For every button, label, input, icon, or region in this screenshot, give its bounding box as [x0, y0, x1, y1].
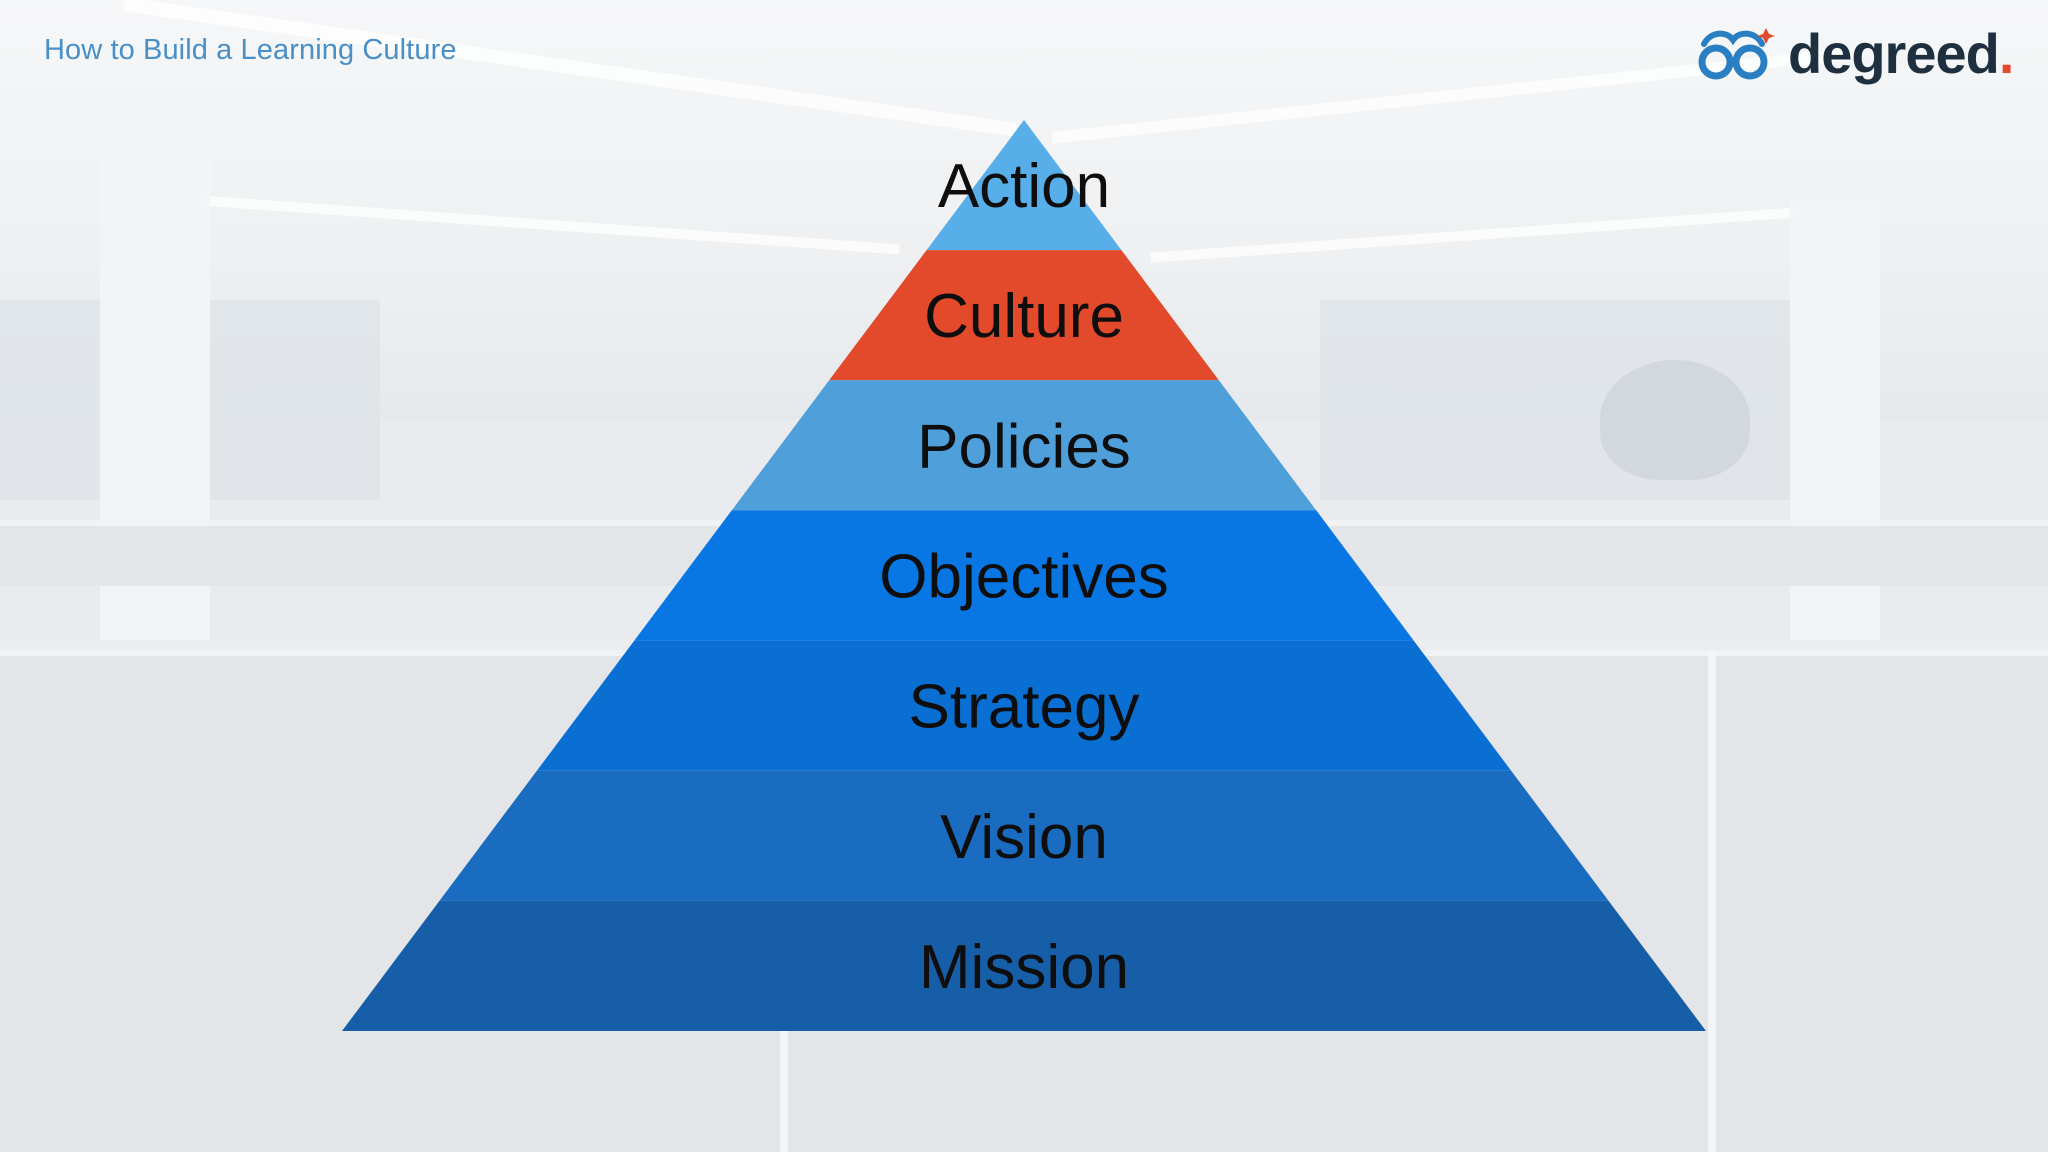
pyramid-layer-vision: [439, 770, 1609, 901]
pyramid-label-action: Action: [938, 152, 1110, 221]
pyramid-layer-objectives: [634, 510, 1414, 641]
logo-wordmark-text: degreed: [1788, 22, 2000, 85]
logo-wordmark: degreed.: [1788, 22, 2015, 86]
pyramid-label-objectives: Objectives: [879, 543, 1168, 612]
pyramid-layer-culture: [829, 250, 1219, 381]
pyramid-layer-strategy: [536, 640, 1512, 771]
pyramid-layer-mission: [342, 900, 1706, 1031]
background-window: [1320, 300, 1880, 500]
degreed-logo[interactable]: degreed.: [1696, 22, 2016, 86]
pyramid-layer-policies: [731, 380, 1317, 511]
pyramid-label-mission: Mission: [919, 933, 1129, 1002]
logo-dot: .: [1998, 22, 2015, 85]
pyramid-layer-action: [926, 120, 1122, 251]
pyramid-label-strategy: Strategy: [909, 673, 1140, 742]
background-partition: [1708, 650, 1716, 1152]
background-plant: [1600, 360, 1750, 480]
glasses-icon: [1698, 28, 1775, 80]
page-title: How to Build a Learning Culture: [44, 34, 457, 66]
pyramid-label-policies: Policies: [917, 412, 1131, 481]
pyramid-label-culture: Culture: [924, 282, 1124, 351]
pyramid-label-vision: Vision: [940, 803, 1108, 872]
